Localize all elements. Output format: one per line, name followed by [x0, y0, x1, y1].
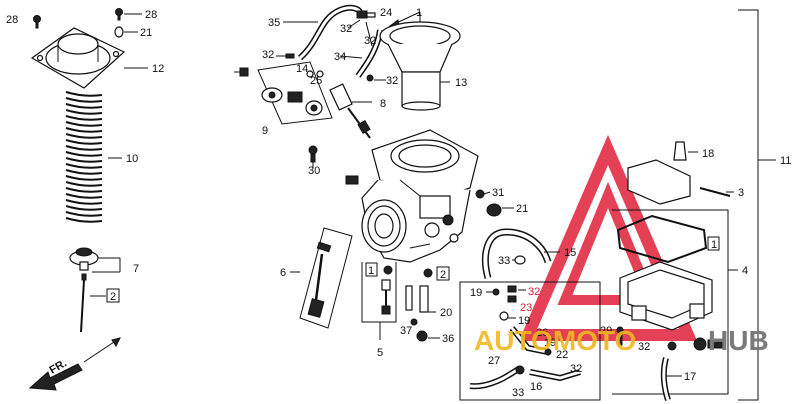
throttle-stop-8 — [329, 83, 372, 139]
air-funnel-13 — [379, 21, 461, 111]
label-11: 11 — [780, 155, 791, 167]
box-2-left — [106, 288, 120, 303]
clip-33-hose — [512, 255, 526, 265]
label-24: 24 — [380, 7, 392, 19]
label-32-b: 32 — [364, 35, 376, 47]
washer-37 — [410, 318, 418, 326]
cap-21-right — [486, 203, 514, 217]
bracket-4 — [612, 209, 738, 395]
carburetor-body — [345, 129, 479, 263]
label-5: 5 — [377, 347, 383, 359]
drain-screw-36 — [416, 330, 440, 342]
fittings-details — [469, 285, 581, 390]
top-cover-12 — [30, 27, 148, 89]
label-15: 15 — [564, 247, 576, 259]
label-7: 7 — [133, 263, 139, 275]
label-32-g: 32 — [638, 341, 650, 353]
label-13: 13 — [455, 77, 467, 89]
label-20: 20 — [440, 307, 452, 319]
label-2-left: 2 — [110, 291, 116, 303]
label-2-jet: 2 — [440, 269, 446, 281]
label-28-right: 28 — [145, 9, 157, 21]
label-19-a: 19 — [470, 287, 482, 299]
vent-tube-35 — [283, 4, 363, 61]
pin-14 — [276, 53, 324, 78]
label-37: 37 — [400, 325, 412, 337]
screw-18 — [673, 141, 698, 161]
float-valve-3 — [627, 159, 734, 205]
jet-group-5 — [361, 262, 397, 340]
bracket-11 — [738, 9, 776, 401]
label-12: 12 — [152, 63, 164, 75]
label-9: 9 — [262, 125, 268, 137]
label-1-jet: 1 — [368, 265, 374, 277]
label-16: 16 — [530, 381, 542, 393]
label-34: 34 — [334, 51, 346, 63]
label-30: 30 — [308, 165, 320, 177]
label-8: 8 — [380, 98, 386, 110]
screw-28-right — [115, 8, 142, 21]
label-23: 23 — [520, 302, 532, 314]
needle-jet-20 — [405, 285, 436, 313]
screw-32-funnel — [366, 74, 386, 82]
gasket-1 — [616, 214, 720, 264]
label-18: 18 — [702, 148, 714, 160]
box-2-jet — [423, 266, 450, 281]
fittings-box — [459, 281, 601, 401]
tube-34 — [339, 29, 383, 78]
clip-21-left — [114, 26, 138, 38]
label-32-d: 32 — [262, 49, 274, 61]
jet-needle — [80, 273, 106, 333]
label-26: 26 — [536, 327, 548, 339]
label-19-c: 19 — [544, 337, 556, 349]
label-17: 17 — [684, 371, 696, 383]
label-32-e: 32 — [528, 286, 540, 298]
screw-31 — [475, 189, 491, 199]
label-14: 14 — [296, 63, 308, 75]
label-19-b: 19 — [518, 315, 530, 327]
label-31: 31 — [492, 187, 504, 199]
fitting-24 — [347, 10, 376, 47]
label-27: 27 — [488, 355, 500, 367]
part-numbers: 28 28 21 12 10 7 2 35 24 1 32 32 34 32 1… — [6, 7, 791, 399]
label-28-left: 28 — [6, 14, 18, 26]
watermark-text: AUTOMOTO HUB — [474, 325, 769, 356]
label-1-top: 1 — [416, 7, 422, 19]
choke-assembly-9 — [234, 61, 333, 125]
label-32-f: 32 — [570, 363, 582, 375]
label-33-box: 33 — [512, 387, 524, 399]
label-25: 25 — [310, 75, 322, 87]
drain-tube-17 — [660, 341, 682, 401]
float-chamber — [619, 261, 723, 351]
label-22: 22 — [556, 349, 568, 361]
label-1-gasket: 1 — [711, 239, 717, 251]
label-10: 10 — [126, 153, 138, 165]
hose-15 — [482, 228, 560, 279]
label-3: 3 — [738, 187, 744, 199]
label-21-right: 21 — [516, 203, 528, 215]
screw-30 — [308, 145, 318, 168]
label-21-left: 21 — [140, 27, 152, 39]
float-assembly-6 — [290, 227, 353, 329]
label-36: 36 — [442, 333, 454, 345]
label-32-c: 32 — [386, 75, 398, 87]
label-29: 29 — [600, 325, 612, 337]
watermark-logo — [518, 134, 698, 341]
watermark-hub: HUB — [708, 325, 769, 356]
label-4: 4 — [742, 265, 748, 277]
front-arrow — [28, 337, 121, 391]
screw-29 — [616, 326, 624, 346]
label-35: 35 — [268, 17, 280, 29]
label-6: 6 — [280, 267, 286, 279]
label-32-a: 32 — [340, 23, 352, 35]
needle-holder-7 — [69, 247, 121, 273]
spring-10 — [65, 91, 122, 223]
screw-28-left — [33, 15, 41, 29]
label-33-hose: 33 — [498, 255, 510, 267]
watermark-automoto: AUTOMOTO — [474, 325, 636, 356]
